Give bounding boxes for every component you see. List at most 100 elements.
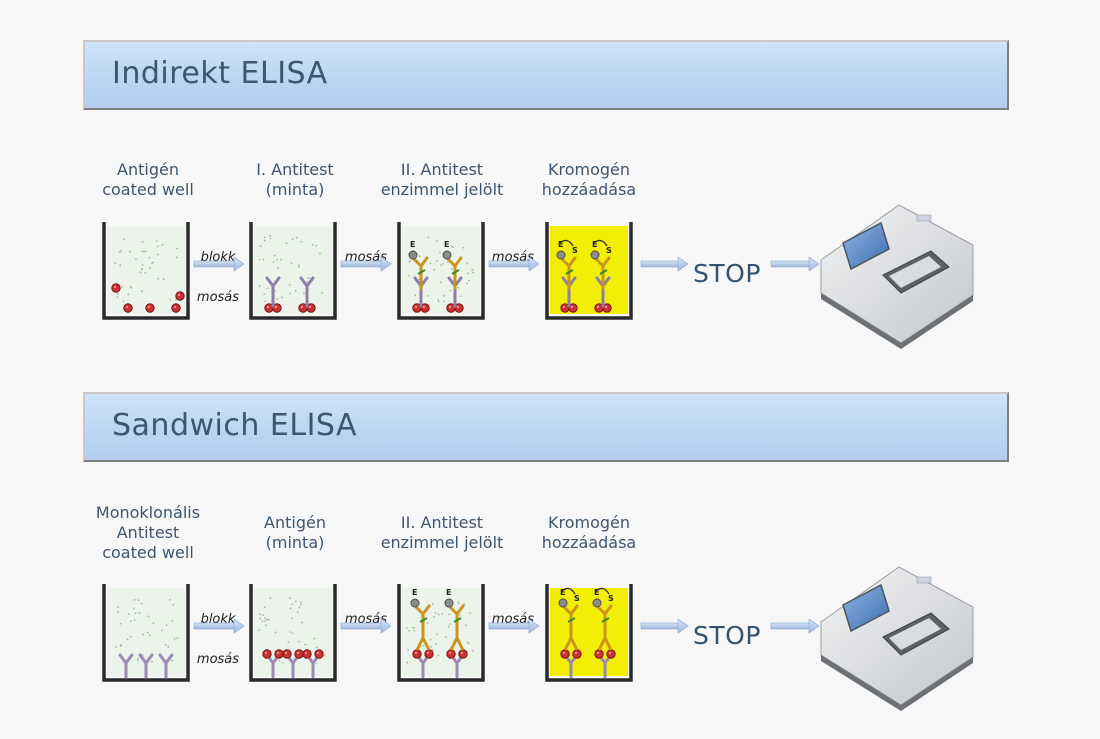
step-label-1: Antigén coated well (102, 160, 194, 199)
liquid-dot (172, 604, 175, 606)
arrow-head (233, 618, 245, 634)
liquid-dot (169, 299, 172, 301)
liquid-dot (466, 262, 469, 265)
liquid-dot (116, 296, 119, 299)
antigen-highlight (125, 305, 129, 309)
liquid-dot (129, 635, 132, 638)
flow-arrow-icon (340, 256, 392, 272)
enzyme-label: E (412, 588, 417, 597)
antigen-icon (424, 649, 434, 659)
liquid-dot (146, 631, 149, 634)
antigen-icon (175, 291, 185, 301)
well (249, 584, 337, 682)
section-banner-sandwich: Sandwich ELISA (83, 392, 1009, 462)
reader-logo (916, 214, 932, 222)
liquid-dot (299, 601, 302, 604)
liquid-dot (294, 600, 297, 603)
enzyme-label: E (594, 588, 599, 597)
well-wall (397, 222, 485, 320)
operation-wash: mosás (196, 290, 240, 305)
liquid-dot (265, 624, 267, 627)
liquid-dot (435, 643, 438, 646)
secondary-antibody-icon (561, 604, 579, 638)
step-label-3: II. Antitest enzimmel jelölt (380, 160, 504, 199)
liquid-dot (472, 271, 475, 274)
antibody-icon (118, 653, 134, 679)
antigen-highlight (596, 305, 600, 309)
antigen-icon (123, 303, 133, 313)
liquid-dot (443, 300, 445, 303)
antigen-highlight (460, 651, 464, 655)
arrow-head (380, 618, 392, 634)
secondary-antibody-icon (445, 256, 463, 290)
liquid-dot (452, 246, 454, 249)
liquid-dot (439, 251, 441, 254)
liquid-dot (297, 264, 300, 267)
liquid-dot (465, 624, 467, 627)
liquid-dot (406, 626, 408, 629)
liquid-dot (143, 250, 145, 253)
liquid-dot (315, 244, 318, 247)
secondary-antibody-icon (559, 256, 577, 290)
enzyme-icon (558, 598, 568, 608)
secondary-antibody-icon (597, 634, 613, 651)
liquid-dot (429, 262, 432, 265)
flow-arrow-icon (488, 256, 540, 272)
liquid-dot (152, 261, 154, 264)
step-label-2: Antigén (minta) (264, 513, 326, 552)
antigen-highlight (304, 651, 308, 655)
arrow-shaft (340, 260, 383, 268)
liquid-dot (127, 293, 130, 296)
reader-screen (842, 221, 890, 271)
antigen-icon (145, 303, 155, 313)
antibody-icon (138, 653, 154, 679)
stop-label: STOP (693, 259, 761, 288)
well-wall (249, 222, 337, 320)
liquid-dot (136, 657, 139, 660)
antigen-highlight (296, 651, 300, 655)
liquid-dot (135, 258, 137, 261)
antigen-highlight (284, 651, 288, 655)
liquid-dot (295, 236, 298, 239)
liquid-dot (157, 277, 160, 280)
liquid-dot (411, 245, 414, 248)
secondary-antibody-icon (449, 634, 465, 651)
liquid-dot (442, 262, 444, 265)
antigen-highlight (177, 293, 181, 297)
liquid-dot (442, 294, 445, 297)
liquid-dot (127, 613, 130, 615)
antigen-highlight (562, 651, 566, 655)
liquid-dot (280, 258, 282, 261)
section-banner-indirect: Indirekt ELISA (83, 40, 1009, 110)
antibody-band (453, 617, 462, 623)
liquid-dot (149, 267, 152, 270)
liquid-dot (306, 277, 309, 280)
antigen-icon (602, 303, 612, 313)
liquid-dot (457, 286, 459, 289)
flow-arrow-icon (770, 618, 820, 634)
reader-base (821, 655, 973, 711)
liquid-dot (433, 615, 435, 618)
antigen-icon (274, 649, 284, 659)
arrow-head (233, 256, 245, 272)
liquid-dot (141, 241, 144, 243)
antigen-highlight (414, 651, 418, 655)
arrow-shaft (770, 622, 811, 630)
antigen-icon (568, 303, 578, 313)
arrow-head (528, 256, 540, 272)
arrow-head (808, 256, 820, 272)
well-wall (102, 222, 190, 320)
step-label-2: I. Antitest (minta) (256, 160, 334, 199)
liquid-dot (436, 240, 438, 242)
liquid-dot (291, 603, 294, 606)
antigen-icon (262, 649, 272, 659)
liquid-dot (160, 629, 163, 632)
well (249, 222, 337, 320)
flow-arrow-icon (640, 618, 689, 634)
liquid-dot (148, 634, 151, 637)
substrate-label: S (574, 594, 580, 603)
liquid-dot (115, 646, 118, 648)
flow-arrow-icon (193, 618, 245, 634)
section-title: Sandwich ELISA (112, 408, 358, 443)
liquid-dot (151, 660, 153, 663)
